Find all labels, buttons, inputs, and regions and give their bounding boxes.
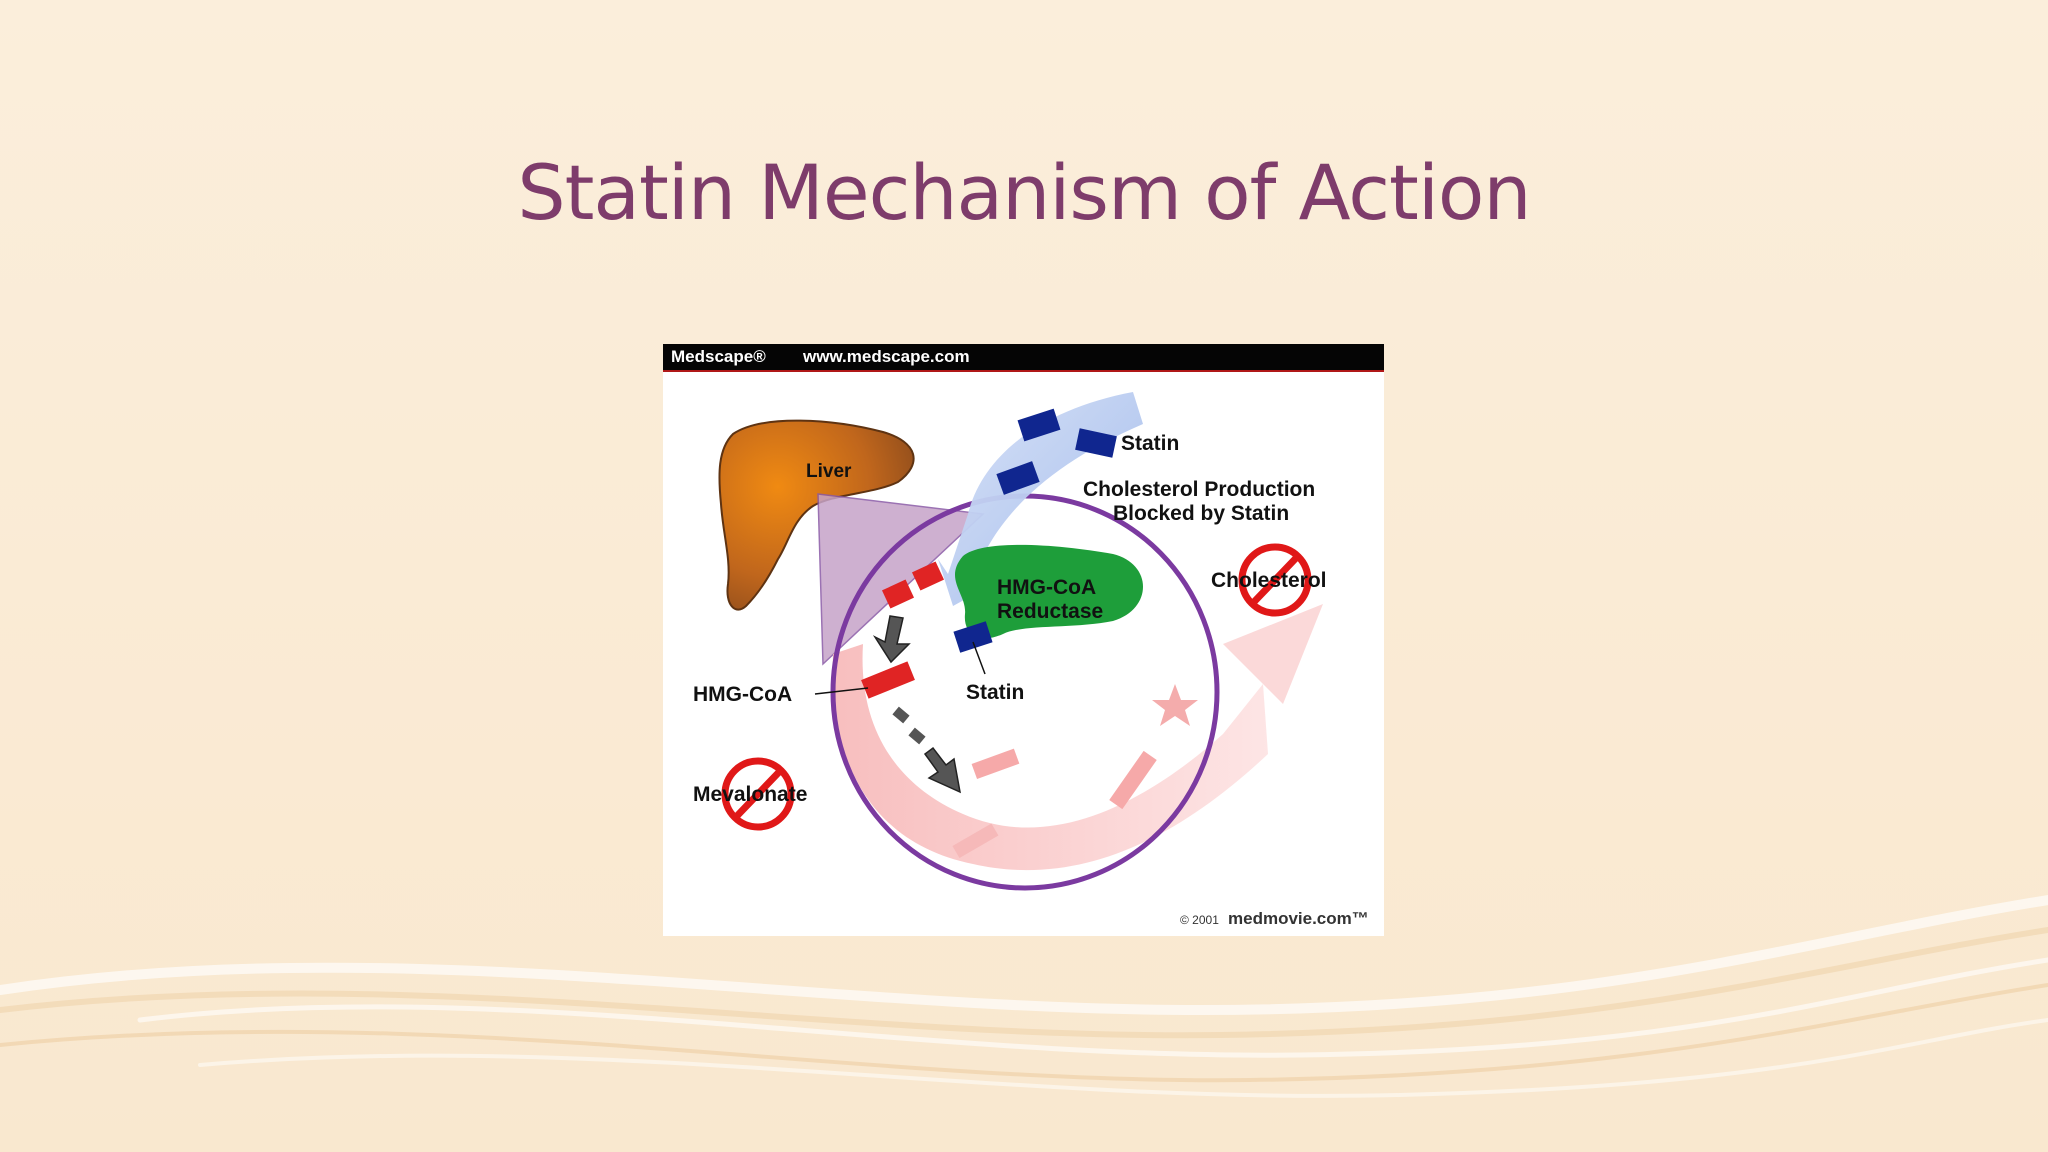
decorative-swoosh	[0, 895, 2048, 1098]
diagram-canvas: Liver Statin Cholesterol Production Bloc…	[693, 392, 1369, 928]
hmg-coa-reductase-enzyme	[954, 544, 1143, 639]
production-label-line2: Blocked by Statin	[1113, 502, 1289, 525]
statin-bound-molecule	[953, 621, 993, 653]
enzyme-label-line1: HMG-CoA	[997, 576, 1096, 599]
cholesterol-prohibition-icon	[1238, 543, 1312, 617]
cholesterol-arrowhead	[1223, 604, 1323, 704]
mevalonate-label: Mevalonate	[693, 783, 807, 806]
statin-molecule	[1075, 428, 1117, 458]
hmg-coa-label: HMG-CoA	[693, 683, 792, 706]
pathway-arrow-2	[923, 746, 961, 794]
statin-mechanism-figure: Medscape® www.medscape.com Liver	[663, 344, 1384, 936]
liver-shape	[718, 419, 915, 611]
production-label-line1: Cholesterol Production	[1083, 478, 1315, 501]
statin-molecule	[1017, 408, 1061, 442]
hmg-coa-molecule	[881, 579, 915, 609]
statin-label-top: Statin	[1121, 432, 1179, 455]
slide-title: Statin Mechanism of Action	[517, 148, 1531, 237]
statin-molecule	[996, 461, 1040, 495]
figure-brand: Medscape®	[671, 347, 766, 366]
faded-molecule	[952, 823, 999, 859]
cholesterol-label: Cholesterol	[1211, 569, 1327, 592]
figure-url: www.medscape.com	[803, 347, 970, 366]
statin-bound-label: Statin	[966, 681, 1024, 704]
liver-label: Liver	[806, 461, 852, 482]
cholesterol-production-band	[832, 644, 1268, 871]
pathway-dash	[908, 727, 926, 745]
faded-molecule	[1109, 750, 1157, 810]
figure-header-bar: Medscape® www.medscape.com	[663, 344, 1384, 372]
mevalonate-prohibition-icon	[721, 757, 795, 831]
hmg-coa-molecule-main	[861, 661, 915, 699]
hmg-coa-molecule	[911, 561, 945, 591]
faded-molecule	[971, 748, 1020, 780]
credit-year: © 2001	[1180, 913, 1219, 927]
faded-star	[1152, 684, 1198, 726]
enzyme-label-line2: Reductase	[997, 600, 1103, 623]
pathway-arrow-1	[872, 615, 911, 664]
statin-bound-leader	[972, 641, 986, 675]
credit-site: medmovie.com™	[1228, 909, 1369, 928]
pathway-dash	[892, 706, 910, 724]
hmg-coa-leader	[814, 687, 869, 695]
